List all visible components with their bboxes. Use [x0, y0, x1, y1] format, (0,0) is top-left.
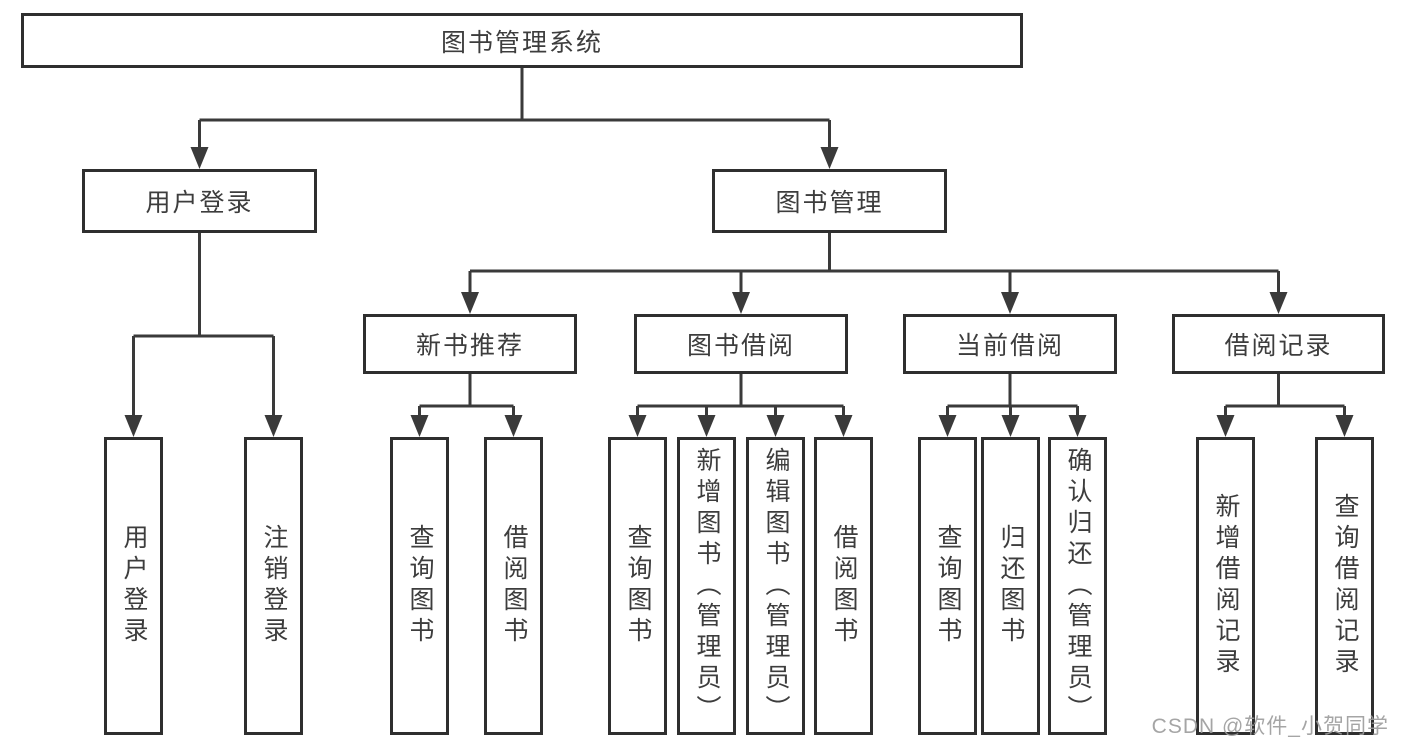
node-current-borrowing: 当前借阅 [903, 314, 1117, 374]
leaf-return-books: 归还图书 [981, 437, 1040, 735]
leaf-borrow-books: 借阅图书 [484, 437, 543, 735]
leaf-confirm-return-admin: 确认归还（管理员） [1048, 437, 1107, 735]
node-book-borrowing: 图书借阅 [634, 314, 848, 374]
leaf-query-borrow-record: 查询借阅记录 [1315, 437, 1374, 735]
leaf-query-books-3: 查询图书 [918, 437, 977, 735]
leaf-query-books: 查询图书 [390, 437, 449, 735]
node-user-login: 用户登录 [82, 169, 317, 233]
node-book-management: 图书管理 [712, 169, 947, 233]
csdn-watermark: CSDN @软件_小贺同学 [1151, 715, 1389, 738]
leaf-user-login: 用户登录 [104, 437, 163, 735]
node-borrowing-records: 借阅记录 [1172, 314, 1385, 374]
leaf-borrow-books-2: 借阅图书 [814, 437, 873, 735]
leaf-logout: 注销登录 [244, 437, 303, 735]
leaf-query-books-2: 查询图书 [608, 437, 667, 735]
node-library-management-system: 图书管理系统 [21, 13, 1023, 68]
leaf-edit-books-admin: 编辑图书（管理员） [746, 437, 805, 735]
leaf-add-borrow-record: 新增借阅记录 [1196, 437, 1255, 735]
node-new-book-recommend: 新书推荐 [363, 314, 577, 374]
leaf-add-books-admin: 新增图书（管理员） [677, 437, 736, 735]
